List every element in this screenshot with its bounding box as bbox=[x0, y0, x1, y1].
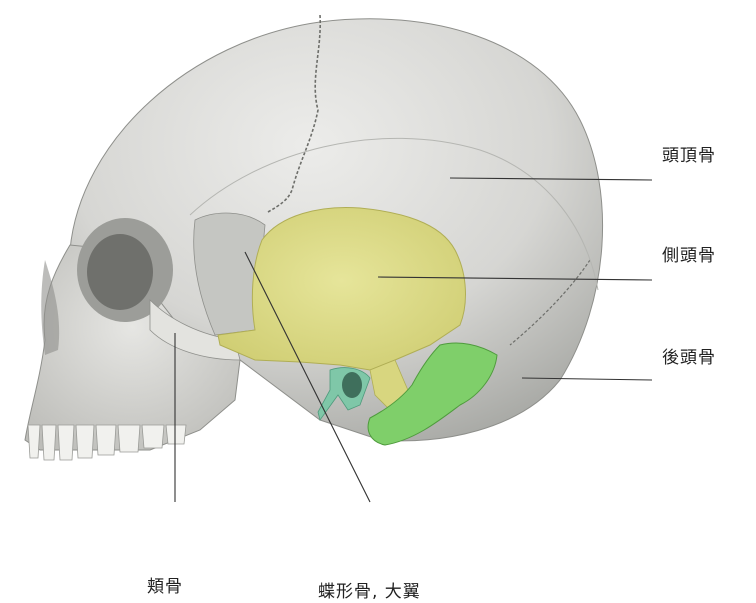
label-occipital-bone: 後頭骨 bbox=[662, 343, 716, 368]
label-parietal-bone: 頭頂骨 bbox=[662, 141, 716, 166]
label-sphenoid-greater-wing: 蝶形骨, 大翼 bbox=[318, 577, 421, 602]
external-acoustic-meatus bbox=[342, 372, 362, 398]
label-zygomatic-bone: 頬骨 bbox=[147, 572, 183, 597]
label-temporal-bone: 側頭骨 bbox=[662, 241, 716, 266]
upper-teeth bbox=[28, 425, 186, 460]
orbit-inner-shadow bbox=[87, 234, 153, 310]
